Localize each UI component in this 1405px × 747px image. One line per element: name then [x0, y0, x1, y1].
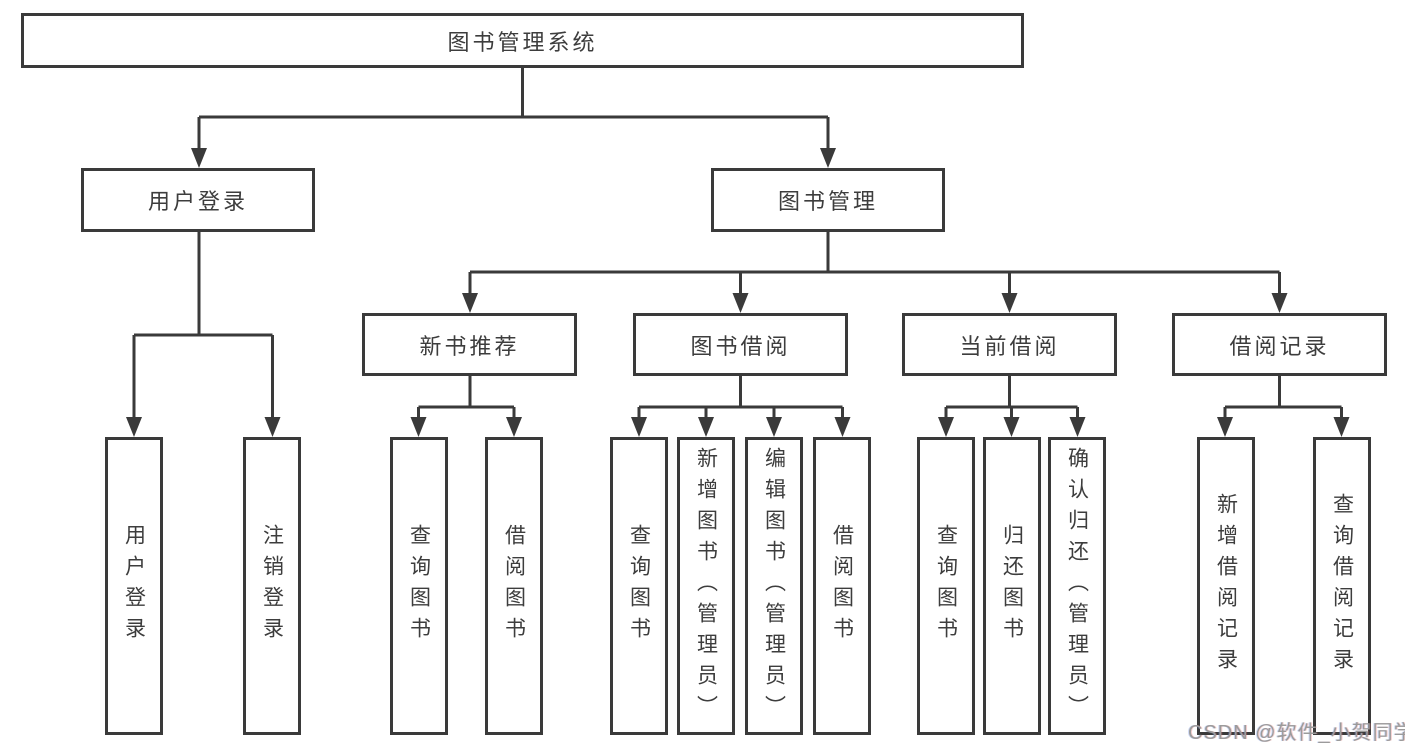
- leaf-nb-borrow-book: 借阅图书: [485, 437, 543, 735]
- node-borrowing-records-label: 借阅记录: [1229, 333, 1330, 359]
- connector-book-borrow: [637, 376, 844, 419]
- leaf-bb-add-book-label: 新增图书（管理员）: [694, 446, 718, 726]
- csdn-watermark: CSDN @软件_小贺同学: [1188, 722, 1405, 744]
- leaf-cb-return-book-label: 归还图书: [1000, 524, 1024, 648]
- leaf-cb-return-book: 归还图书: [983, 437, 1041, 735]
- leaf-bb-add-book: 新增图书（管理员）: [677, 437, 735, 735]
- leaf-br-add-record-label: 新增借阅记录: [1214, 493, 1238, 679]
- node-book-management: 图书管理: [711, 168, 945, 232]
- connector-root: [197, 68, 830, 150]
- leaf-user-login-label: 用户登录: [122, 524, 146, 648]
- leaf-cb-confirm-return-label: 确认归还（管理员）: [1065, 446, 1089, 726]
- leaf-user-login: 用户登录: [105, 437, 163, 735]
- leaf-nb-query-book-label: 查询图书: [407, 524, 431, 648]
- connector-borrow-record: [1223, 376, 1343, 419]
- node-user-login: 用户登录: [81, 168, 315, 232]
- node-current-borrowing: 当前借阅: [902, 313, 1117, 376]
- leaf-logout-label: 注销登录: [260, 524, 284, 648]
- leaf-bb-borrow-book: 借阅图书: [813, 437, 871, 735]
- leaf-cb-query-book-label: 查询图书: [934, 524, 958, 648]
- leaf-br-query-record-label: 查询借阅记录: [1330, 493, 1354, 679]
- node-new-book-recommend: 新书推荐: [362, 313, 577, 376]
- node-borrowing-records: 借阅记录: [1172, 313, 1387, 376]
- node-root-label: 图书管理系统: [447, 29, 598, 55]
- leaf-bb-edit-book: 编辑图书（管理员）: [745, 437, 803, 735]
- node-root: 图书管理系统: [21, 13, 1024, 68]
- leaf-nb-query-book: 查询图书: [390, 437, 448, 735]
- leaf-bb-borrow-book-label: 借阅图书: [830, 524, 854, 648]
- connector-book-mgmt: [468, 232, 1281, 295]
- connector-new-book: [417, 376, 516, 419]
- connector-user-login: [132, 232, 274, 419]
- leaf-nb-borrow-book-label: 借阅图书: [502, 524, 526, 648]
- node-book-borrowing: 图书借阅: [633, 313, 848, 376]
- node-book-borrowing-label: 图书借阅: [690, 333, 791, 359]
- node-new-book-recommend-label: 新书推荐: [419, 333, 520, 359]
- leaf-bb-query-book-label: 查询图书: [627, 524, 651, 648]
- leaf-br-query-record: 查询借阅记录: [1313, 437, 1371, 735]
- leaf-bb-edit-book-label: 编辑图书（管理员）: [762, 446, 786, 726]
- node-user-login-label: 用户登录: [147, 189, 248, 214]
- node-book-management-label: 图书管理: [777, 189, 878, 214]
- leaf-cb-query-book: 查询图书: [917, 437, 975, 735]
- leaf-logout: 注销登录: [243, 437, 301, 735]
- node-current-borrowing-label: 当前借阅: [959, 333, 1060, 359]
- leaf-bb-query-book: 查询图书: [610, 437, 668, 735]
- connector-current-borrow: [944, 376, 1079, 419]
- leaf-br-add-record: 新增借阅记录: [1197, 437, 1255, 735]
- leaf-cb-confirm-return: 确认归还（管理员）: [1048, 437, 1106, 735]
